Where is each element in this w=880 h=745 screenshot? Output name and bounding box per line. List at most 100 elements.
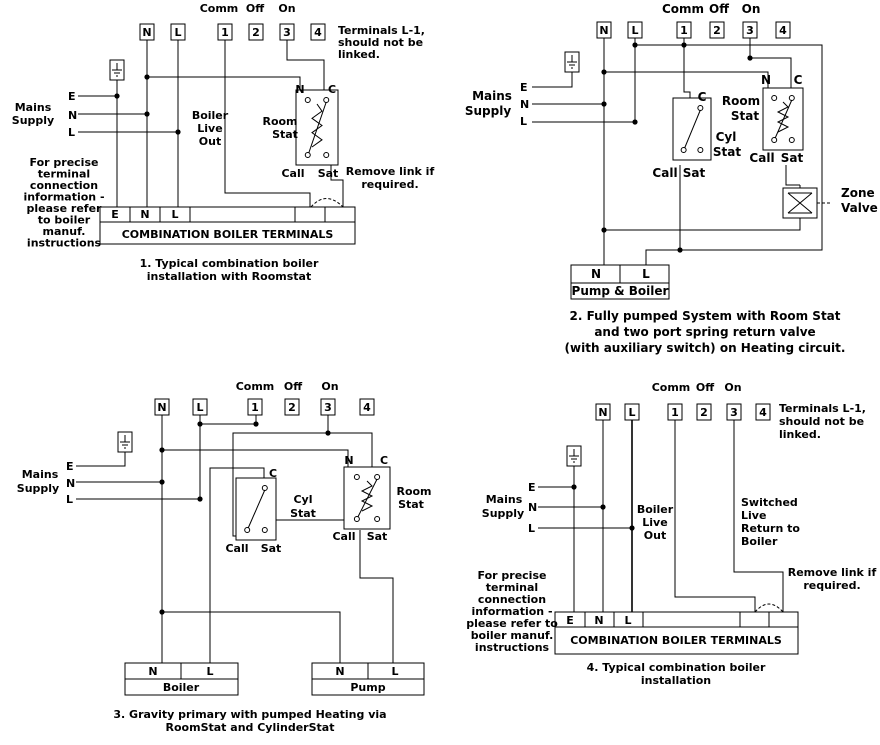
combi-terminal-label: N (140, 208, 149, 221)
combi-terminal-strip (99, 206, 356, 223)
label: N (335, 665, 344, 678)
note-no-link: linked. (779, 428, 821, 441)
wire (147, 76, 301, 105)
note-precise-info: manuf. (43, 225, 86, 238)
optional-link (754, 603, 784, 613)
note-boiler-live: Boiler (637, 503, 674, 516)
terminal-1 (247, 398, 263, 416)
label: L (68, 126, 75, 139)
junction-dot (144, 74, 150, 80)
label: Off (709, 2, 729, 16)
contact-call (244, 527, 251, 533)
note-remove-link: required. (803, 579, 860, 592)
note-precise-info: instructions (27, 237, 102, 250)
wire (162, 449, 349, 470)
terminal-4 (775, 21, 791, 39)
terminal-4 (359, 398, 375, 416)
terminal-2 (284, 398, 300, 416)
label: Comm (236, 380, 275, 393)
note-switched-live: Boiler (741, 535, 778, 548)
wire (209, 467, 265, 663)
junction-dot (601, 101, 607, 107)
optional-link (310, 198, 344, 208)
terminal-2-label: 2 (700, 406, 708, 419)
heater-element-icon (360, 480, 374, 512)
label: Call (749, 151, 774, 165)
contact-sat (261, 527, 268, 533)
label: Mains (486, 493, 523, 506)
label: N (528, 501, 537, 514)
note-switched-live: Switched (741, 496, 798, 509)
label: Comm (662, 2, 704, 16)
wire (532, 72, 573, 88)
junction-dot (159, 479, 165, 485)
terminal-2 (709, 21, 725, 39)
note-precise-info: please refer (27, 202, 102, 215)
junction-dot (114, 93, 120, 99)
label: Sat (781, 151, 804, 165)
terminal-n-label: N (157, 401, 166, 414)
label: C (328, 83, 336, 96)
label: Supply (17, 482, 59, 495)
pump-label-box (311, 678, 425, 696)
junction-dot (677, 247, 683, 253)
note-boiler-live: Out (644, 529, 666, 542)
note-precise-info: connection (478, 593, 546, 606)
label: L (206, 665, 213, 678)
note-switched-live: Live (741, 509, 766, 522)
caption-4: installation (641, 674, 711, 687)
label: Call (281, 167, 304, 180)
junction-dot (747, 55, 753, 61)
label: Comm (652, 381, 691, 394)
note-switched-live: Return to (741, 522, 800, 535)
contact-sat (788, 137, 795, 143)
terminal-l-label: L (628, 406, 635, 419)
contact-n (304, 97, 311, 103)
wire (683, 45, 691, 103)
wire (76, 452, 126, 467)
contact-n (771, 95, 778, 101)
label: N (295, 83, 304, 96)
label: E (68, 90, 76, 103)
label: Boiler (163, 681, 200, 694)
terminal-1-label: 1 (680, 24, 688, 37)
label: C (380, 454, 388, 467)
label: E (566, 614, 574, 627)
label: E (66, 460, 74, 473)
label: Sat (683, 166, 706, 180)
note-zone-valve: Zone (841, 186, 875, 200)
combi-terminal-strip (554, 611, 799, 628)
note-zone-valve: Valve (841, 201, 878, 215)
contact-n (353, 474, 360, 480)
terminal-l-label: L (631, 24, 638, 37)
note-precise-info: For precise (478, 569, 547, 582)
note-no-link: should not be (338, 36, 423, 49)
note-remove-link: required. (361, 178, 418, 191)
wire (330, 160, 344, 207)
label: On (321, 380, 338, 393)
note-boiler-live: Live (197, 122, 222, 135)
label: L (391, 665, 398, 678)
caption-2: and two port spring return valve (594, 325, 815, 339)
heater-element-icon (311, 103, 323, 148)
switch-blade (308, 101, 327, 154)
label: Stat (398, 498, 424, 511)
label: Call (332, 530, 355, 543)
label: N (594, 614, 603, 627)
caption-1: 1. Typical combination boiler (140, 257, 319, 270)
note-boiler-live: Out (199, 135, 221, 148)
label: Comm (200, 2, 239, 15)
note-no-link: linked. (338, 48, 380, 61)
contact-c (788, 95, 795, 101)
contact-call (680, 147, 687, 153)
label: Off (246, 2, 264, 15)
junction-dot (601, 69, 607, 75)
wire (733, 420, 784, 612)
terminal-2 (696, 403, 712, 421)
caption-3: RoomStat and CylinderStat (166, 721, 335, 734)
note-precise-info: please refer to (466, 617, 558, 630)
label: Sat (261, 542, 282, 555)
note-boiler-live: Boiler (192, 109, 229, 122)
terminal-n-label: N (599, 24, 608, 37)
